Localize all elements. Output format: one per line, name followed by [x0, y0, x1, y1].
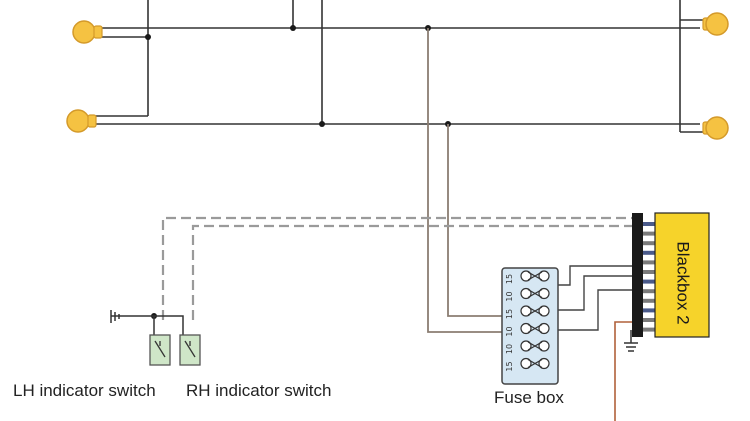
fuse-terminal: [538, 287, 550, 300]
fuse-rating-label: 10: [505, 291, 514, 301]
fuse-terminal: [520, 322, 532, 335]
rh-indicator-switch-label: RH indicator switch: [186, 381, 332, 400]
fuse-3: 15: [505, 305, 550, 319]
fuse-6: 15: [505, 357, 550, 372]
connector-pin: [643, 222, 655, 226]
switch-signal-wires: [161, 216, 633, 320]
lamp-rear-right: [702, 116, 729, 140]
fuse-4: 10: [505, 322, 550, 337]
fuse-link: [527, 341, 543, 351]
fuse-terminal: [538, 322, 550, 335]
blackbox-power-wire: [614, 321, 634, 421]
fuse-link: [527, 358, 543, 369]
fuse-feed-wires: [427, 28, 503, 333]
fuse-terminal: [520, 340, 532, 352]
fuse-terminal: [538, 357, 550, 370]
connector-pin: [643, 327, 655, 332]
connector-pin: [643, 289, 655, 294]
fuse-link: [527, 271, 543, 281]
connector-pin: [643, 260, 655, 265]
connector-pin: [643, 279, 655, 284]
rh-indicator-switch: [179, 334, 201, 366]
fuse-link: [527, 323, 543, 334]
fuse-1: 15: [505, 270, 550, 284]
fuse-terminal: [520, 357, 532, 370]
connector-pin: [643, 308, 655, 313]
fuse-rows: 15 10 15 10 10 15: [505, 270, 550, 372]
blackbox-unit: [654, 212, 710, 338]
fuse-terminal: [520, 270, 532, 282]
lamp-front-right: [702, 12, 729, 36]
fuse-rating-label: 15: [505, 274, 514, 284]
fuse-rating-label: 10: [505, 344, 514, 354]
connector-pin: [643, 250, 655, 255]
fuse-rating-label: 10: [505, 326, 514, 336]
connector-pin: [643, 318, 655, 322]
ground-symbol-left: [110, 310, 184, 336]
fuse-rating-label: 15: [505, 309, 514, 319]
fuse-rating-label: 15: [505, 361, 514, 371]
fuse-link: [527, 288, 543, 299]
lamp-rear-left: [66, 109, 97, 133]
fuse-terminal: [538, 340, 550, 352]
fuse-terminal: [538, 305, 550, 317]
connector-pin: [643, 298, 655, 303]
fuse-box-label: Fuse box: [494, 388, 564, 407]
connector-pin: [643, 270, 655, 274]
connector-pins: [643, 222, 655, 332]
fuse-to-blackbox-wires: [558, 265, 634, 331]
junction-dots: [145, 25, 451, 319]
fuse-5: 10: [505, 340, 550, 354]
fuse-terminal: [520, 287, 532, 300]
fuse-2: 10: [505, 287, 550, 302]
blackbox-connector: [632, 213, 643, 337]
fuse-terminal: [538, 270, 550, 282]
lh-indicator-switch-label: LH indicator switch: [13, 381, 156, 400]
ground-symbol-blackbox: [624, 330, 638, 352]
connector-pin: [643, 241, 655, 246]
lh-indicator-switch: [149, 334, 171, 366]
lamp-front-left: [72, 20, 103, 44]
blackbox-label: Blackbox 2: [674, 241, 694, 325]
lamp-bus-wires: [92, 0, 705, 133]
blackbox-label-wrap: Blackbox 2: [661, 233, 705, 333]
connector-pin: [643, 231, 655, 236]
fuse-terminal: [520, 305, 532, 317]
fuse-link: [527, 306, 543, 316]
